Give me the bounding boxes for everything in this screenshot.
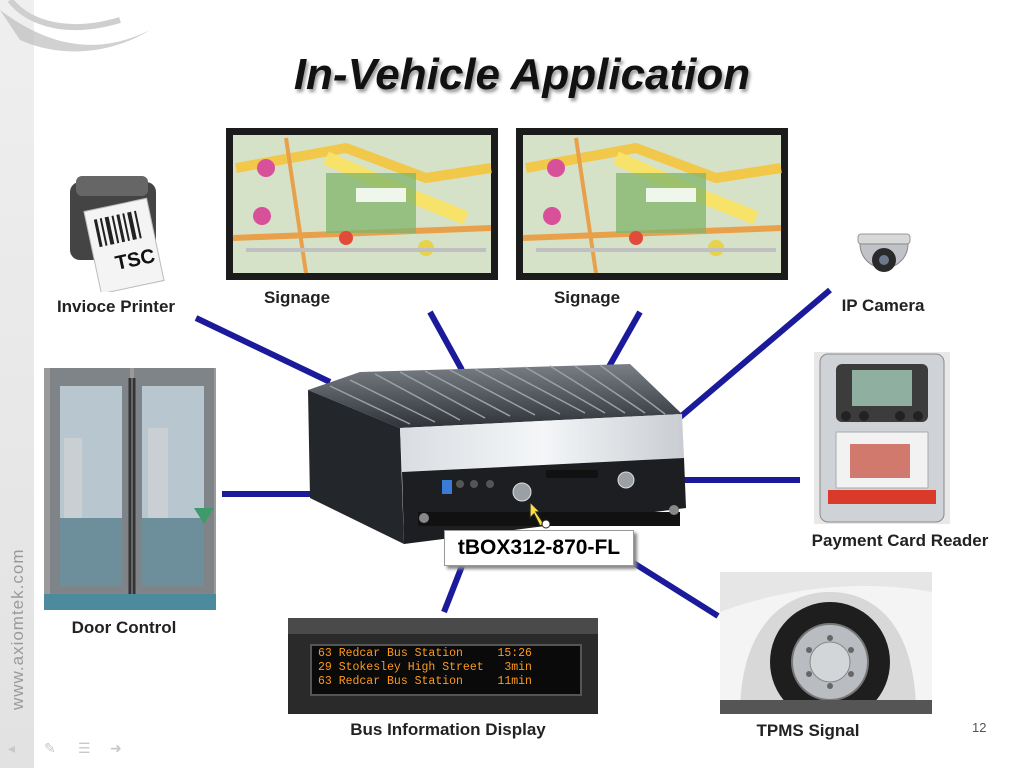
signage-left-image <box>226 128 498 280</box>
device-model-label: tBOX312-870-FL <box>444 530 634 566</box>
pen-tool-icon[interactable]: ✎ <box>44 740 56 756</box>
signage-right-label: Signage <box>553 288 621 307</box>
slide-title: In-Vehicle Application <box>293 50 751 99</box>
line-invoice-printer <box>194 315 332 385</box>
brush-stroke-decoration <box>0 0 150 52</box>
ip-camera-image <box>857 233 911 272</box>
line-signage-left <box>427 310 465 372</box>
payment-card-reader-label: Payment Card Reader <box>811 531 989 550</box>
slide-sidebar <box>0 0 34 768</box>
payment-card-reader-image <box>814 352 950 524</box>
bus-information-display-image: 63 Redcar Bus Station 15:26 29 Stokesley… <box>288 618 598 714</box>
line-bus-info-display <box>441 564 465 614</box>
signage-left-label: Signage <box>263 288 331 307</box>
next-slide-icon[interactable]: ➜ <box>110 740 122 756</box>
line-ip-camera <box>670 287 832 427</box>
line-tpms-signal <box>630 559 720 619</box>
ip-camera-label: IP Camera <box>841 296 925 315</box>
bus-display-row: 63 Redcar Bus Station 15:26 <box>318 647 532 660</box>
door-control-label: Door Control <box>71 618 177 637</box>
door-control-image <box>44 368 216 610</box>
invoice-printer-image: TSC <box>70 176 165 292</box>
previous-slide-icon[interactable]: ◂ <box>8 740 16 756</box>
menu-icon[interactable]: ☰ <box>78 740 91 756</box>
tbox-device-image <box>308 364 686 544</box>
bus-display-row: 63 Redcar Bus Station 11min <box>318 675 532 688</box>
bus-information-display-label: Bus Information Display <box>350 720 546 739</box>
tpms-signal-label: TPMS Signal <box>756 721 860 740</box>
signage-right-image <box>516 128 788 280</box>
pointer-cursor-icon <box>529 500 551 529</box>
bus-display-row: 29 Stokesley High Street 3min <box>318 661 532 674</box>
page-number: 12 <box>972 720 987 735</box>
tpms-signal-image <box>720 572 932 714</box>
line-signage-right <box>603 310 643 374</box>
invoice-printer-label: Invioce Printer <box>56 297 176 316</box>
